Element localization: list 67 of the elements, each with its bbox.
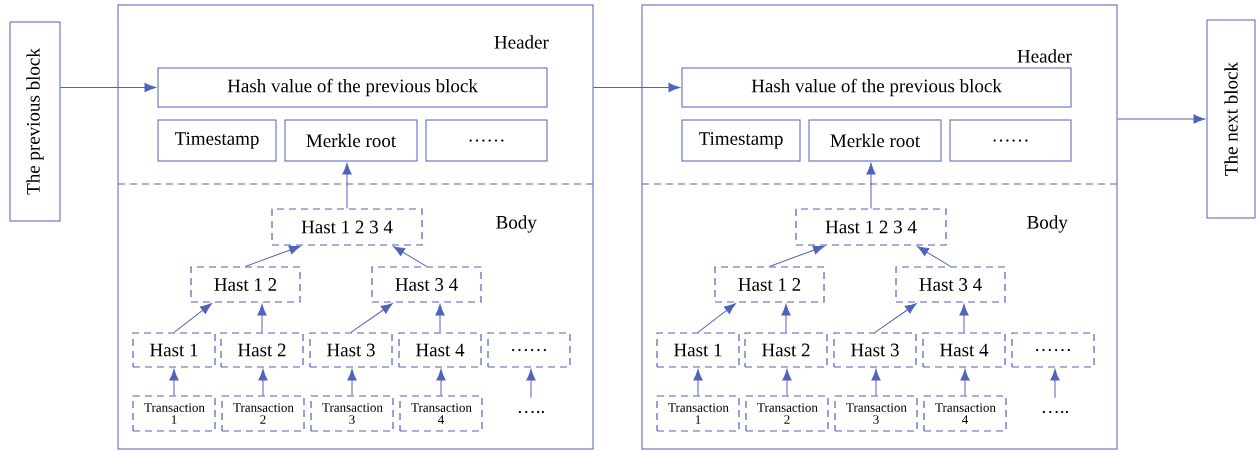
hash-box: Hast 1 (132, 332, 216, 368)
arrow (342, 163, 352, 209)
arrow (257, 304, 267, 333)
arrow (769, 245, 825, 267)
section-label: Header (494, 35, 549, 49)
hash-box: Hast 3 (833, 332, 917, 368)
arrow (436, 369, 446, 396)
field-box: Merkle root (284, 119, 418, 162)
transaction-box: Transaction 4 (923, 395, 1007, 432)
transaction-box: Transaction 2 (221, 395, 305, 432)
arrow (874, 303, 917, 333)
hash-box: Hast 4 (922, 332, 1006, 368)
field-box: Timestamp (681, 119, 801, 162)
field-box: Hash value of the previous block (157, 67, 548, 108)
arrow (959, 304, 969, 333)
field-box: Merkle root (808, 119, 942, 162)
hash-box: Hast 1 2 (714, 266, 825, 303)
section-label: Header (1017, 49, 1072, 63)
arrow (960, 369, 970, 396)
field-box: Timestamp (157, 119, 277, 162)
arrow (781, 304, 791, 333)
arrow (258, 369, 268, 396)
arrow (173, 303, 212, 333)
transaction-box: Transaction 1 (656, 395, 740, 432)
section-label: Body (496, 215, 537, 233)
hash-box: Hast 1 2 (190, 266, 301, 303)
arrow (245, 245, 301, 267)
transaction-box: Transaction 4 (399, 395, 483, 432)
hash-box: Hast 2 (220, 332, 304, 368)
arrow (782, 369, 792, 396)
arrow (169, 369, 179, 396)
arrow (393, 246, 427, 267)
transaction-box: Transaction 3 (834, 395, 918, 432)
arrow (593, 82, 680, 93)
hash-box: Hast 1 (656, 332, 740, 368)
hash-box: …… (1011, 332, 1095, 368)
hash-box: Hast 1 2 3 4 (795, 208, 947, 246)
transaction-box: Transaction 2 (745, 395, 829, 432)
arrow (60, 82, 156, 93)
field-box: …… (949, 119, 1072, 162)
block-box: The next block (1206, 19, 1256, 219)
arrow (917, 246, 951, 267)
field-box: …… (425, 119, 548, 162)
section-label: Body (1027, 215, 1068, 233)
arrow (347, 369, 357, 396)
arrow (1117, 114, 1205, 124)
hash-box: Hast 3 4 (895, 266, 1006, 303)
transaction-box: Transaction 1 (132, 395, 216, 432)
ellipsis-text: ….. (518, 410, 544, 414)
field-box: Hash value of the previous block (681, 67, 1072, 108)
hash-box: …… (487, 332, 571, 368)
ellipsis-text: ….. (1042, 410, 1068, 414)
arrow (693, 369, 703, 396)
hash-box: Hast 4 (398, 332, 482, 368)
arrow (435, 304, 445, 333)
arrow (871, 369, 881, 396)
hash-box: Hast 2 (744, 332, 828, 368)
arrow (350, 303, 393, 333)
arrow (526, 369, 536, 399)
block-box: The previous block (9, 21, 61, 222)
arrow (697, 303, 736, 333)
arrow (866, 163, 876, 209)
hash-box: Hast 1 2 3 4 (271, 208, 423, 246)
hash-box: Hast 3 4 (371, 266, 482, 303)
transaction-box: Transaction 3 (310, 395, 394, 432)
arrow (1050, 369, 1060, 399)
hash-box: Hast 3 (309, 332, 393, 368)
